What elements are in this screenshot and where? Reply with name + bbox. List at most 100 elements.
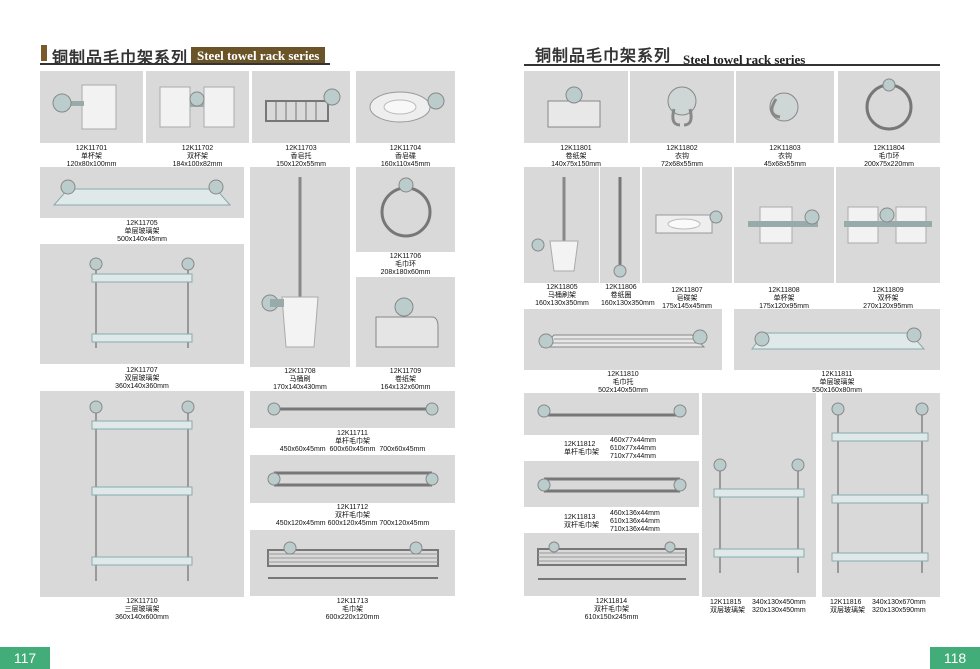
- cup-holder-icon: [52, 84, 117, 130]
- header-accent-bar: [41, 45, 47, 61]
- product-photo-12K11816: [822, 393, 940, 597]
- double-towel-bar-icon: [537, 477, 687, 493]
- soap-dish-icon: [369, 91, 445, 123]
- towel-ring-icon: [380, 177, 432, 238]
- product-photo-12K11803: [736, 71, 834, 143]
- product-photo-12K11704: [356, 71, 455, 143]
- double-glass-shelf-icon: [89, 257, 195, 348]
- product-photo-12K11806: [600, 167, 640, 283]
- single-towel-bar-icon: [267, 402, 439, 416]
- product-photo-12K11811: [734, 309, 940, 370]
- double-cup-holder-icon: [844, 206, 932, 244]
- product-photo-12K11815: [702, 393, 816, 597]
- caption-12K11712: 12K11712 双杆毛巾架 450x120x45mm 600x120x45mm…: [275, 504, 430, 527]
- product-photo-12K11805: [524, 167, 599, 283]
- page-number-left: 117: [0, 647, 50, 669]
- product-photo-12K11713: [250, 530, 455, 596]
- product-photo-12K11701: [40, 71, 143, 143]
- towel-shelf-icon: [538, 329, 708, 349]
- product-photo-12K11812: [524, 393, 699, 435]
- product-photo-12K11808: [734, 167, 834, 283]
- right-header-title-en: Steel towel rack series: [683, 52, 806, 67]
- product-photo-12K11804: [838, 71, 940, 143]
- left-header-title-en: Steel towel rack series: [191, 47, 326, 65]
- glass-shelf-icon: [52, 179, 232, 206]
- toilet-brush-icon: [261, 177, 319, 348]
- product-photo-12K11807: [642, 167, 732, 283]
- product-photo-12K11702: [146, 71, 249, 143]
- soap-basket-icon: [265, 88, 341, 122]
- product-photo-12K11712: [250, 455, 455, 503]
- triple-glass-shelf-icon: [831, 402, 929, 573]
- towel-rack-icon: [267, 541, 439, 579]
- right-header-rule: [524, 64, 940, 66]
- right-header-title-cn: 铜制品毛巾架系列: [535, 48, 672, 65]
- product-photo-12K11809: [836, 167, 940, 283]
- product-photo-12K11801: [524, 71, 628, 143]
- caption-12K11711: 12K11711 单杆毛巾架 450x60x45mm 600x60x45mm 7…: [279, 430, 426, 453]
- robe-hook-icon: [769, 92, 799, 122]
- double-glass-shelf-icon: [713, 458, 805, 573]
- product-photo-12K11703: [252, 71, 350, 143]
- product-photo-12K11802: [630, 71, 734, 143]
- cup-holder-icon: [748, 206, 820, 244]
- product-photo-12K11707: [40, 244, 244, 364]
- left-header-rule: [40, 63, 330, 65]
- glass-shelf-icon: [751, 327, 926, 350]
- product-photo-12K11710: [40, 391, 244, 597]
- page-number-right: 118: [930, 647, 980, 669]
- product-photo-12K11705: [40, 167, 244, 218]
- right-page: 铜制品毛巾架系列 Steel towel rack series 12K1180…: [490, 0, 980, 669]
- product-photo-12K11711: [250, 391, 455, 428]
- double-cup-holder-icon: [159, 86, 235, 128]
- product-photo-12K11709: [356, 277, 455, 367]
- triple-glass-shelf-icon: [89, 400, 195, 581]
- single-towel-bar-icon: [537, 404, 687, 418]
- product-photo-12K11708: [250, 167, 350, 367]
- double-towel-bar-icon: [267, 471, 439, 487]
- product-photo-12K11814: [524, 533, 699, 596]
- left-header-title-cn: 铜制品毛巾架系列: [52, 50, 189, 67]
- left-page: 铜制品毛巾架系列 Steel towel rack series 12K1170…: [0, 45, 455, 669]
- towel-rack-icon: [537, 541, 687, 580]
- product-photo-12K11813: [524, 461, 699, 507]
- double-hook-icon: [667, 86, 697, 127]
- towel-ring-icon: [865, 78, 913, 131]
- soap-dish-icon: [655, 210, 723, 234]
- product-photo-12K11706: [356, 167, 455, 252]
- paper-roll-holder-icon: [613, 177, 627, 278]
- paper-holder-icon: [375, 297, 439, 348]
- toilet-brush-icon: [531, 177, 579, 272]
- product-photo-12K11810: [524, 309, 722, 370]
